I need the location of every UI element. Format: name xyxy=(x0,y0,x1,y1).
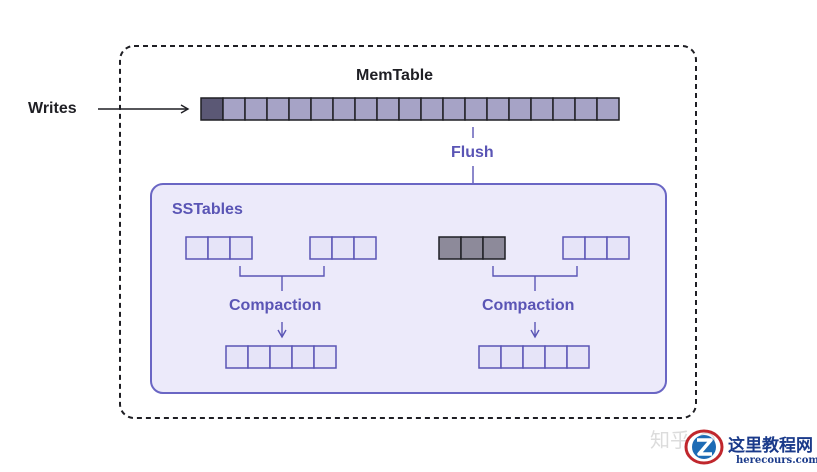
memtable-cell xyxy=(244,97,268,121)
sstable-output-2-cell xyxy=(500,345,524,369)
outer-dashed-boundary xyxy=(119,45,697,419)
sstables-label: SSTables xyxy=(172,201,243,218)
sstable-output-2-cell xyxy=(544,345,568,369)
memtable-cell xyxy=(442,97,466,121)
memtable-cell xyxy=(200,97,224,121)
sstable-output-2-cell xyxy=(522,345,546,369)
sstable-input-1-1-cell xyxy=(229,236,253,260)
sstable-blocks xyxy=(185,236,630,369)
memtable-cell xyxy=(398,97,422,121)
memtable-cell xyxy=(486,97,510,121)
memtable-cell xyxy=(508,97,532,121)
sstable-output-2-cell xyxy=(566,345,590,369)
memtable-cell xyxy=(552,97,576,121)
watermark-site-en: herecours.com xyxy=(736,455,817,466)
memtable-label: MemTable xyxy=(356,67,434,84)
sstable-input-2-2-cell xyxy=(606,236,630,260)
memtable-cell xyxy=(596,97,620,121)
sstable-output-2-cell xyxy=(478,345,502,369)
sstable-input-1-2-cell xyxy=(331,236,355,260)
memtable-cell xyxy=(222,97,246,121)
sstable-output-2 xyxy=(478,345,590,369)
sstable-input-1-2 xyxy=(309,236,377,260)
compaction-connector-left xyxy=(239,266,325,339)
sstable-input-2-2 xyxy=(562,236,630,260)
flush-label: Flush xyxy=(451,144,494,161)
sstable-input-2-1-cell xyxy=(460,236,484,260)
memtable-cell xyxy=(530,97,554,121)
sstable-output-1-cell xyxy=(313,345,337,369)
memtable-cell xyxy=(574,97,598,121)
sstable-input-2-1 xyxy=(438,236,506,260)
sstable-input-1-2-cell xyxy=(353,236,377,260)
sstable-output-1-cell xyxy=(247,345,271,369)
sstable-input-1-1-cell xyxy=(185,236,209,260)
compaction-connector-right xyxy=(492,266,578,339)
sstable-input-1-1-cell xyxy=(207,236,231,260)
memtable-cell xyxy=(464,97,488,121)
sstable-input-2-1-cell xyxy=(482,236,506,260)
writes-label: Writes xyxy=(28,100,77,117)
memtable-cell xyxy=(354,97,378,121)
sstable-input-1-2-cell xyxy=(309,236,333,260)
memtable-cell xyxy=(332,97,356,121)
sstable-input-1-1 xyxy=(185,236,253,260)
sstable-input-2-2-cell xyxy=(584,236,608,260)
memtable xyxy=(200,97,620,121)
compaction-right-label: Compaction xyxy=(482,297,575,314)
memtable-cell xyxy=(376,97,400,121)
sstable-output-1-cell xyxy=(291,345,315,369)
sstable-output-1-cell xyxy=(225,345,249,369)
memtable-cell xyxy=(288,97,312,121)
compaction-left-label: Compaction xyxy=(229,297,322,314)
memtable-bar xyxy=(200,97,620,121)
memtable-cell xyxy=(310,97,334,121)
watermark-logo-icon xyxy=(684,426,724,466)
sstable-output-1 xyxy=(225,345,337,369)
sstable-output-1-cell xyxy=(269,345,293,369)
memtable-cell xyxy=(266,97,290,121)
sstable-input-2-1-cell xyxy=(438,236,462,260)
sstable-input-2-2-cell xyxy=(562,236,586,260)
memtable-cell xyxy=(420,97,444,121)
watermark-site-zh: 这里教程网 xyxy=(728,436,813,456)
sstables-panel xyxy=(150,183,667,394)
